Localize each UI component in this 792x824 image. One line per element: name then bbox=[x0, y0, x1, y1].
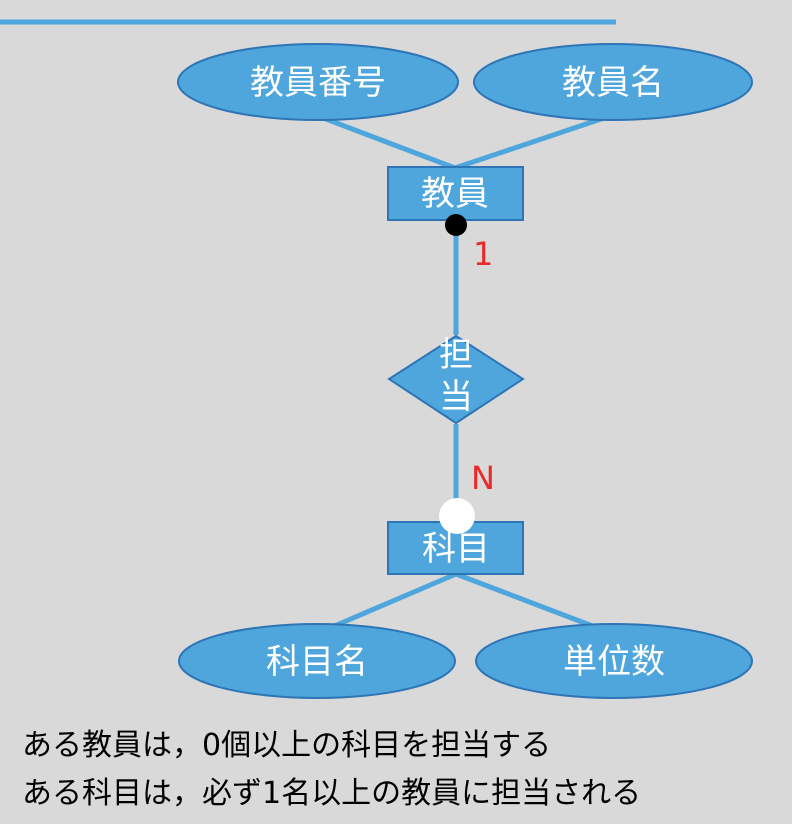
participation-marker-subject bbox=[439, 498, 475, 534]
attribute-teacher-name-label: 教員名 bbox=[562, 63, 664, 103]
relationship-label-line2: 当 bbox=[439, 377, 473, 417]
attribute-teacher-id-label: 教員番号 bbox=[250, 63, 386, 103]
participation-marker-teacher bbox=[445, 214, 467, 236]
caption-teacher-rule: ある教員は，0個以上の科目を担当する bbox=[22, 728, 552, 763]
attribute-teacher-id: 教員番号 bbox=[177, 43, 459, 121]
cardinality-teacher-side: 1 bbox=[473, 235, 493, 273]
entity-teacher-label: 教員 bbox=[421, 174, 489, 214]
attribute-teacher-name: 教員名 bbox=[473, 43, 753, 121]
connector-credits bbox=[455, 571, 604, 633]
attribute-subject-name: 科目名 bbox=[178, 623, 456, 699]
cardinality-subject-side: N bbox=[471, 459, 495, 497]
connector-teacher-id bbox=[317, 113, 456, 171]
attribute-subject-name-label: 科目名 bbox=[266, 642, 368, 682]
relationship-label-line1: 担 bbox=[439, 335, 473, 375]
connector-subject-name bbox=[324, 571, 457, 633]
caption-subject-rule: ある科目は，必ず1名以上の教員に担当される bbox=[22, 776, 642, 811]
attribute-credits: 単位数 bbox=[475, 623, 753, 699]
attribute-credits-label: 単位数 bbox=[563, 642, 665, 682]
connector-teacher-name bbox=[454, 113, 611, 171]
relationship-assign: 担 当 bbox=[387, 334, 525, 425]
entity-teacher: 教員 bbox=[387, 166, 524, 221]
entity-subject-label: 科目 bbox=[422, 529, 490, 569]
